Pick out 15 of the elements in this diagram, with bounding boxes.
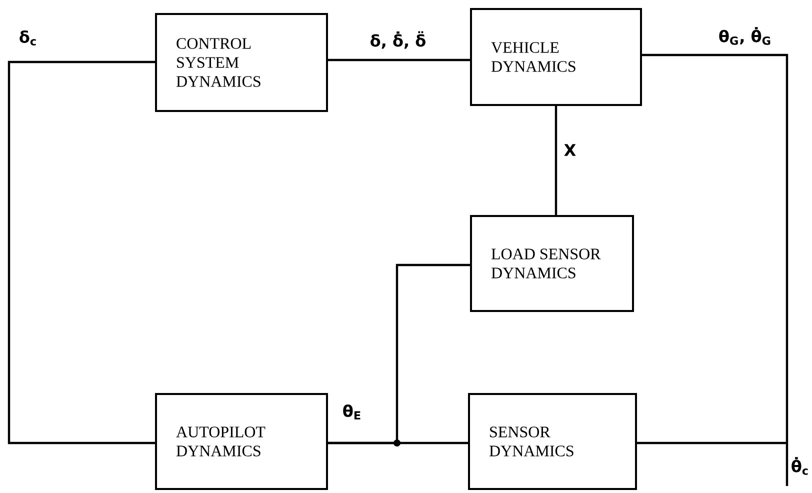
connector-line: [8, 60, 155, 444]
signal-label: θ$_{E}$: [343, 404, 360, 420]
signal-label: X: [564, 144, 576, 156]
signal-label: δ$_{c}$: [20, 30, 36, 46]
connector-line: [326, 264, 470, 444]
block-box: AUTOPILOT DYNAMICS: [155, 393, 328, 490]
block-box: SENSOR DYNAMICS: [468, 393, 637, 490]
signal-label: θ̇$_{c}$: [792, 457, 808, 475]
block-box: CONTROL SYSTEM DYNAMICS: [155, 13, 328, 112]
signal-label: δ, δ̇, δ̈: [370, 31, 426, 49]
block-box: VEHICLE DYNAMICS: [470, 8, 642, 106]
connector-line: [554, 104, 558, 215]
signal-label: θ$_{G}$, θ̇$_{G}$: [719, 27, 770, 45]
block-box: LOAD SENSOR DYNAMICS: [470, 215, 634, 312]
connector-line: [326, 58, 470, 62]
